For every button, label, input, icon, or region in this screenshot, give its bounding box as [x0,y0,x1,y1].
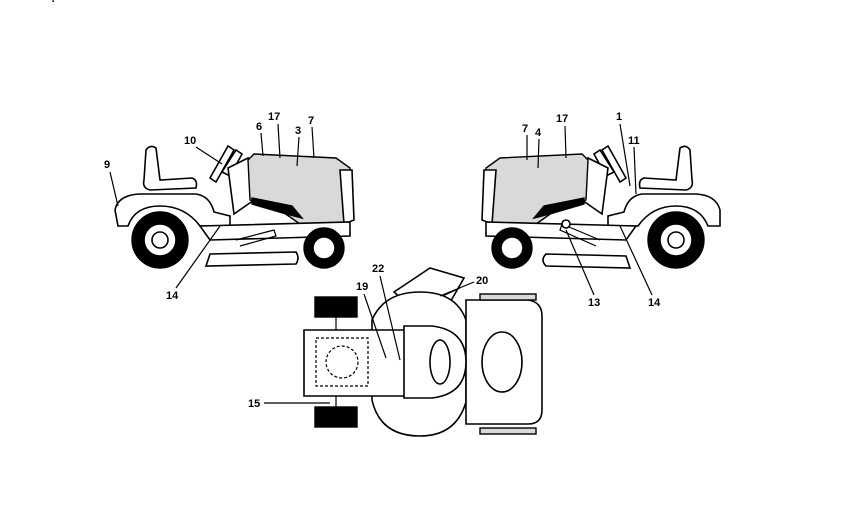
leader-line [619,225,653,296]
callout-label: 11 [628,135,640,147]
callout-label: 20 [476,275,488,287]
callout-label: 22 [372,263,384,275]
mower-deck [204,251,299,267]
steering-hub [429,339,451,385]
callout-label: 13 [588,297,600,309]
hood-stripe [251,197,304,220]
rear-wheel-hub [667,231,685,249]
deck-lever [559,223,601,247]
leader-line [296,136,300,167]
left-view-callouts: 10 6 17 3 7 9 14 [104,111,315,302]
header-fragment: ·.······· [48,0,80,5]
right-view-callouts: 7 4 17 1 11 13 14 [522,111,661,309]
deck-lever [235,229,277,247]
top-view-callouts: 22 19 20 15 [248,263,488,410]
callout-label: 17 [268,111,280,123]
leader-line [311,126,315,159]
leader-line [363,293,387,359]
leader-line [175,225,221,289]
callout-label: 17 [556,113,568,125]
hood [483,153,589,225]
grille [481,169,497,226]
rear-right-tire [314,406,358,428]
leader-line [439,281,475,297]
seat-cushion [325,345,359,379]
front-wheel-rim [500,236,524,260]
leader-line [537,138,540,169]
leader-line [633,146,637,195]
lift-knob [561,219,571,229]
seat [142,145,198,191]
seat-outline [315,337,369,387]
leader-line [260,132,264,157]
callout-label: 9 [104,159,110,171]
tractor-right-side-view [481,144,721,269]
rear-left-tire [314,296,358,318]
tractor-top-view [303,267,543,437]
steering-column [220,148,244,178]
callout-label: 15 [248,398,260,410]
header-fragment: ···· ···· [390,0,422,5]
callout-label: 1 [616,111,622,123]
steering-column [592,148,616,178]
header-fragment: · [320,0,324,5]
callout-label: 3 [295,125,301,137]
front-bumper [479,293,537,301]
callout-label: 4 [535,127,542,139]
front-bumper-bottom [479,427,537,435]
callout-label: 14 [166,290,179,302]
mower-deck [542,253,632,269]
callout-label: 19 [356,281,368,293]
header-fragment: ···· ·· [780,0,805,5]
grille [339,169,355,226]
front-wheel-rim [312,236,336,260]
hood [247,153,353,225]
steering-wheel [600,144,628,184]
hood-emblem [481,331,523,393]
rear-wheel-hub [151,231,169,249]
header-fragment: ········ ····· [515,0,566,5]
leader-line [619,123,631,187]
tractor-left-side-view [114,144,355,269]
callout-label: 7 [308,115,314,127]
leader-line [109,171,119,207]
callout-label: 14 [648,297,661,309]
leader-line [379,275,401,361]
hood-stripe [532,197,585,220]
callout-label: 6 [256,121,262,133]
leader-line [277,123,281,159]
leader-line [564,125,567,159]
leader-line [565,229,595,296]
header-strip: ·.······· · ···· ···· ········ ····· ···… [48,0,805,5]
leader-line [195,146,223,165]
callout-label: 7 [522,123,528,135]
seat [638,145,694,191]
callout-label: 10 [184,135,196,147]
